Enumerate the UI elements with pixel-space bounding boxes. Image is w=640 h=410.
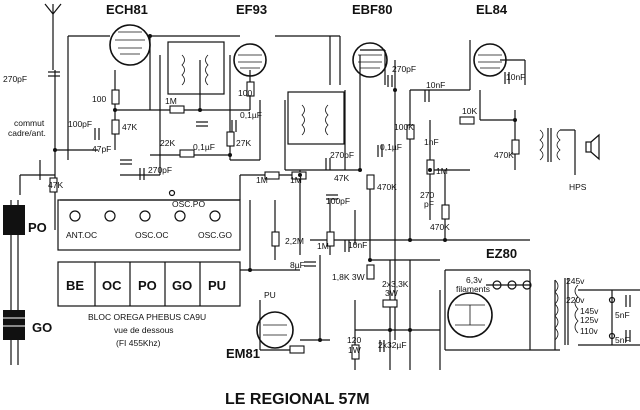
label-v145: 145v (580, 306, 599, 316)
ferrite-antenna (3, 200, 25, 365)
label-r-470K-a: 470K (377, 182, 397, 192)
label-r-2x3-3K: 2x3,3K (382, 279, 409, 289)
label-ez80: EZ80 (486, 246, 517, 261)
label-r-100K: 100K (394, 122, 414, 132)
label-c-270pF-left: 270pF (3, 74, 27, 84)
label-c-47pF: 47pF (92, 144, 111, 154)
label-ech81: ECH81 (106, 2, 148, 17)
label-ebf80: EBF80 (352, 2, 392, 17)
label-ant-oc: ANT.OC (66, 230, 97, 240)
antenna-symbol (44, 3, 62, 70)
tube-ef93-symbol (233, 43, 267, 77)
block-caption-2: vue de dessous (114, 325, 174, 335)
coil-block-box (57, 189, 241, 251)
label-ef93: EF93 (236, 2, 267, 17)
label-v125: 125v (580, 315, 599, 325)
label-r-470K-c: 470K (430, 222, 450, 232)
label-r-100: 100 (92, 94, 106, 104)
label-r-1-8K: 1,8K 3W (332, 272, 365, 282)
label-filaments: filaments (456, 284, 490, 294)
label-hps: HPS (569, 182, 587, 192)
label-c-pF: pF (424, 199, 434, 209)
label-commut: commut (14, 118, 45, 128)
label-c-01uF-b: 0,1µF (240, 110, 262, 120)
switch-label-oc: OC (102, 278, 122, 293)
tube-ez80-symbol (447, 292, 493, 338)
if-transformer-1 (167, 41, 225, 95)
capacitors (48, 71, 631, 352)
label-c-100pF: 100pF (68, 119, 92, 129)
label-r-10K: 10K (462, 106, 477, 116)
label-r-1M-b: 1M (256, 175, 268, 185)
filament-terminals (486, 280, 532, 290)
label-c-1nF: 1nF (424, 137, 439, 147)
label-c-10nF-b: 10nF (506, 72, 525, 82)
label-r-47K-b: 47K (48, 180, 63, 190)
label-v245: 245v (566, 276, 585, 286)
label-em81: EM81 (226, 346, 260, 361)
label-osc-oc: OSC.OC (135, 230, 169, 240)
label-c-01uF-a: 0,1µF (193, 142, 215, 152)
power-transformer (554, 278, 640, 346)
label-r-120: 120 (347, 335, 361, 345)
label-c-100pF-b: 100pF (326, 196, 350, 206)
resistors (49, 81, 520, 360)
if-transformer-2 (287, 91, 345, 145)
label-r-100-ef: 100 (238, 88, 252, 98)
label-c-270pF-d: 270pF (392, 64, 416, 74)
label-v110: 110v (580, 326, 599, 336)
label-r-22K: 22K (160, 138, 175, 148)
label-r-2-2M: 2,2M (285, 236, 304, 246)
label-r-1M-e: 1M (317, 241, 329, 251)
speaker-icon (585, 133, 600, 161)
label-v220: 220v (566, 295, 585, 305)
label-r-1M-a: 1M (165, 96, 177, 106)
label-osc-go: OSC.GO (198, 230, 232, 240)
label-go-coil: GO (32, 320, 52, 335)
label-osc-po: OSC.PO (172, 199, 205, 209)
label-pu-jack: PU (264, 290, 276, 300)
label-c-5nF-a: 5nF (615, 310, 630, 320)
tube-em81-symbol (256, 311, 294, 349)
junctions (53, 34, 517, 342)
diagram-title: LE REGIONAL 57M (225, 391, 370, 408)
label-fil-6-3v: 6,3v (466, 275, 483, 285)
label-r-47K-a: 47K (122, 122, 137, 132)
label-c-270pF-b: 270pF (148, 165, 172, 175)
switch-label-go: GO (172, 278, 192, 293)
switch-label-pu: PU (208, 278, 226, 293)
label-r-1W: 1W (348, 345, 361, 355)
label-r-470K-b: 470K (494, 150, 514, 160)
switch-label-be: BE (66, 278, 84, 293)
label-r-3W: 3W (385, 288, 398, 298)
label-r-27K: 27K (236, 138, 251, 148)
label-c-5nF-b: 5nF (615, 335, 630, 345)
label-c-270: 270 (420, 190, 434, 200)
label-c-10nF-c: 10nF (348, 240, 367, 250)
label-el84: EL84 (476, 2, 508, 17)
label-c-270pF-c: 270pF (330, 150, 354, 160)
switch-bank (57, 261, 241, 307)
block-caption-1: BLOC OREGA PHEBUS CA9U (88, 312, 206, 322)
label-c-8uF: 8µF (290, 260, 305, 270)
output-transformer (539, 128, 576, 175)
label-c-2x32uF: 2x32µF (378, 340, 407, 350)
tube-el84-symbol (473, 43, 507, 77)
block-caption-3: (FI 455Khz) (116, 338, 161, 348)
label-po-coil: PO (28, 220, 47, 235)
label-c-01uF-c: 0,1µF (380, 142, 402, 152)
tube-ebf80-symbol (352, 42, 388, 78)
switch-label-po: PO (138, 278, 157, 293)
label-r-1M-d: 1M (436, 166, 448, 176)
label-r-47K-c: 47K (334, 173, 349, 183)
label-c-10nF-a: 10nF (426, 80, 445, 90)
label-cadre-ant: cadre/ant. (8, 128, 46, 138)
label-r-1M-c: 1M (290, 175, 302, 185)
tube-ech81-symbol (109, 24, 151, 66)
